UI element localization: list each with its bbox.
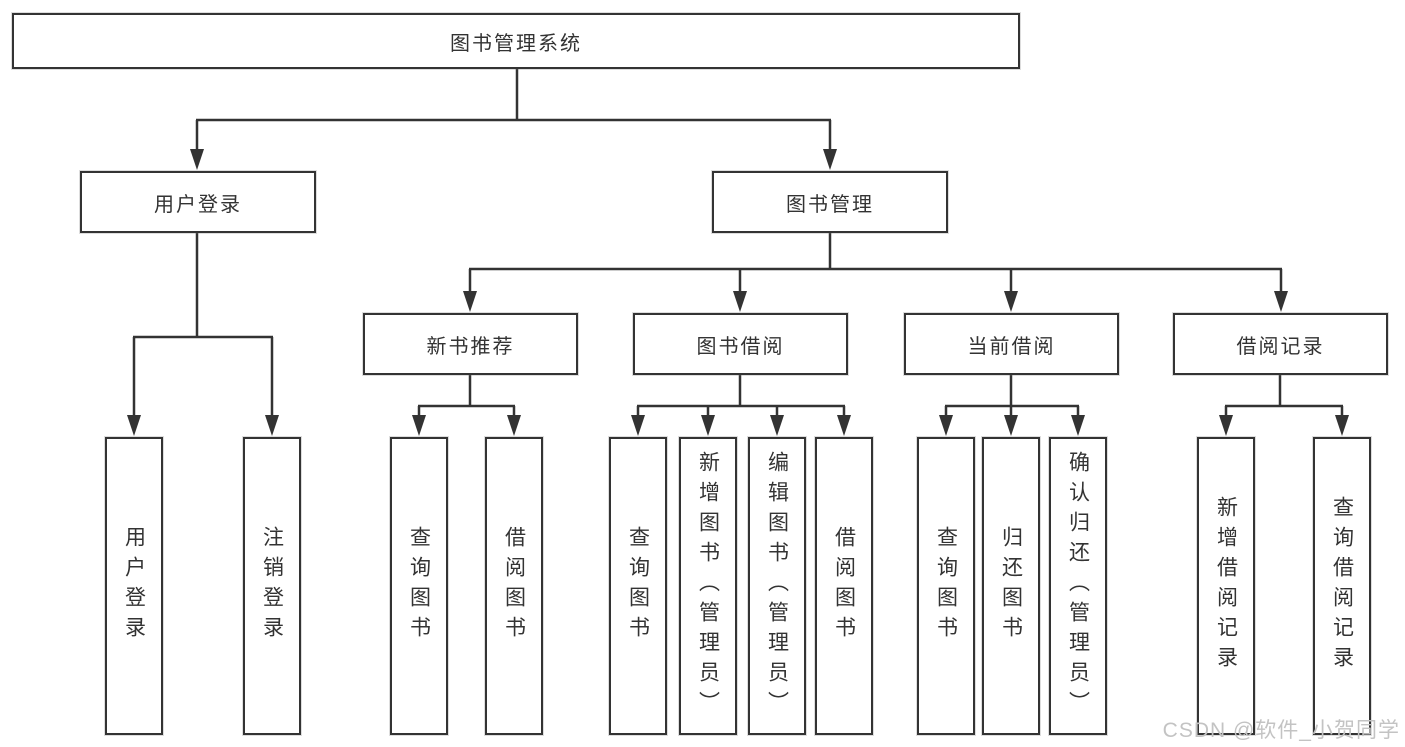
arrow-down-icon: [1071, 415, 1085, 436]
leaf-add-borrow-record: 新增借阅记录: [1197, 437, 1255, 735]
node-label: 编辑图书（管理员）: [765, 451, 789, 721]
arrow-down-icon: [837, 415, 851, 436]
arrow-down-icon: [412, 415, 426, 436]
node-current-borrowing: 当前借阅: [904, 313, 1119, 375]
node-library-management-system: 图书管理系统: [12, 13, 1020, 69]
node-label: 图书管理: [786, 193, 874, 216]
node-borrowing-records: 借阅记录: [1173, 313, 1388, 375]
arrow-down-icon: [701, 415, 715, 436]
arrow-down-icon: [127, 415, 141, 436]
leaf-query-borrow-record: 查询借阅记录: [1313, 437, 1371, 735]
node-label: 新书推荐: [426, 335, 515, 358]
node-user-login: 用户登录: [80, 171, 316, 233]
leaf-edit-books-admin: 编辑图书（管理员）: [748, 437, 806, 735]
arrow-down-icon: [631, 415, 645, 436]
arrow-down-icon: [1274, 291, 1288, 312]
arrow-down-icon: [265, 415, 279, 436]
node-book-borrowing: 图书借阅: [633, 313, 848, 375]
node-label: 查询图书: [407, 526, 431, 646]
leaf-add-books-admin: 新增图书（管理员）: [679, 437, 737, 735]
arrow-down-icon: [463, 291, 477, 312]
leaf-query-books-current: 查询图书: [917, 437, 975, 735]
arrow-down-icon: [190, 149, 204, 170]
leaf-user-login: 用户登录: [105, 437, 163, 735]
arrow-down-icon: [939, 415, 953, 436]
node-label: 确认归还（管理员）: [1066, 451, 1090, 721]
leaf-query-books-recommend: 查询图书: [390, 437, 448, 735]
node-label: 新增借阅记录: [1214, 496, 1238, 676]
leaf-confirm-return-admin: 确认归还（管理员）: [1049, 437, 1107, 735]
leaf-borrow-books-recommend: 借阅图书: [485, 437, 543, 735]
leaf-return-books: 归还图书: [982, 437, 1040, 735]
leaf-logout: 注销登录: [243, 437, 301, 735]
node-label: 借阅图书: [832, 526, 856, 646]
node-label: 归还图书: [999, 526, 1023, 646]
arrow-down-icon: [1335, 415, 1349, 436]
node-label: 注销登录: [260, 526, 284, 646]
arrow-down-icon: [1004, 291, 1018, 312]
node-label: 用户登录: [154, 193, 242, 216]
node-label: 借阅记录: [1236, 335, 1325, 358]
leaf-borrow-books: 借阅图书: [815, 437, 873, 735]
node-label: 用户登录: [122, 526, 146, 646]
node-label: 图书借阅: [696, 335, 785, 358]
arrow-down-icon: [1004, 415, 1018, 436]
node-label: 新增图书（管理员）: [696, 451, 720, 721]
arrow-down-icon: [823, 149, 837, 170]
node-new-book-recommend: 新书推荐: [363, 313, 578, 375]
node-label: 查询借阅记录: [1330, 496, 1354, 676]
node-label: 查询图书: [934, 526, 958, 646]
node-label: 当前借阅: [967, 335, 1056, 358]
node-label: 图书管理系统: [450, 32, 582, 55]
arrow-down-icon: [1219, 415, 1233, 436]
arrow-down-icon: [733, 291, 747, 312]
node-label: 借阅图书: [502, 526, 526, 646]
node-book-management: 图书管理: [712, 171, 948, 233]
node-label: 查询图书: [626, 526, 650, 646]
arrow-down-icon: [770, 415, 784, 436]
arrow-down-icon: [507, 415, 521, 436]
leaf-query-books-borrowing: 查询图书: [609, 437, 667, 735]
